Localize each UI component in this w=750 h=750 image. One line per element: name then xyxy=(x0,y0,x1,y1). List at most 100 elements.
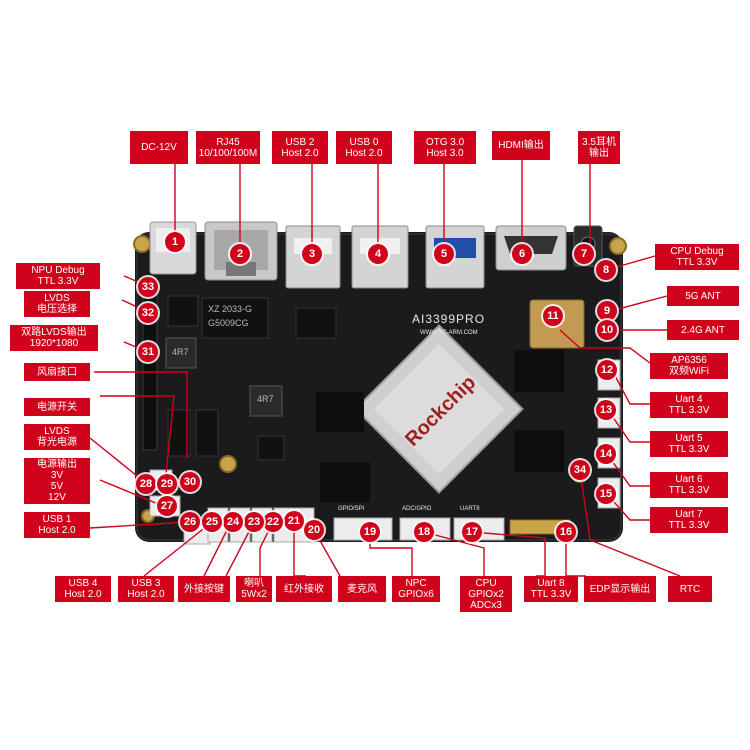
label-power-switch: 电源开关 xyxy=(24,398,90,416)
label-line: TTL 3.3V xyxy=(668,405,710,416)
marker-1: 1 xyxy=(165,232,185,252)
label-ir: 红外接收 xyxy=(276,576,332,602)
label-line: CPU Debug xyxy=(670,246,724,257)
label-line: RTC xyxy=(679,583,701,595)
marker-15: 15 xyxy=(596,484,616,504)
marker-8: 8 xyxy=(596,260,616,280)
label-line: Uart 5 xyxy=(675,433,703,444)
label-line: Uart 4 xyxy=(675,394,703,405)
label-hdmi: HDMI输出 xyxy=(492,131,550,160)
marker-33: 33 xyxy=(138,277,158,297)
marker-24: 24 xyxy=(223,512,243,532)
marker-6: 6 xyxy=(512,244,532,264)
label-line: 喇叭 xyxy=(244,578,264,589)
ic-mid xyxy=(257,435,285,461)
label-line: LVDS xyxy=(44,293,70,304)
label-line: Host 2.0 xyxy=(345,147,383,159)
label-line: 电源输出 xyxy=(37,459,77,470)
marker-18: 18 xyxy=(414,522,434,542)
label-line: LVDS xyxy=(44,426,70,437)
small-ic-1 xyxy=(295,307,337,339)
label-line: GPIOx2 xyxy=(468,588,504,600)
label-line: 双路LVDS输出 xyxy=(21,327,87,338)
label-line: TTL 3.3V xyxy=(530,589,572,600)
label-5g-ant: 5G ANT xyxy=(667,286,739,306)
label-line: 2.4G ANT xyxy=(681,324,725,336)
label-line: 风扇接口 xyxy=(37,366,77,378)
label-line: USB 4 xyxy=(68,578,98,589)
label-line: GPIOx6 xyxy=(398,589,434,600)
label-line: 1920*1080 xyxy=(29,338,79,349)
ram-chip-1 xyxy=(316,392,364,432)
label-line: USB 2 xyxy=(285,136,315,148)
marker-32: 32 xyxy=(138,303,158,323)
label-line: EDP显示输出 xyxy=(589,583,651,595)
board-model-silk: AI3399PRO xyxy=(412,312,486,326)
marker-23: 23 xyxy=(244,512,264,532)
marker-28: 28 xyxy=(136,474,156,494)
inductor-1 xyxy=(165,337,197,369)
eth-ic-line1: XZ 2033-G xyxy=(208,304,253,314)
marker-16: 16 xyxy=(556,522,576,542)
marker-22: 22 xyxy=(263,512,283,532)
label-line: DC-12V xyxy=(141,142,177,153)
label-line: Host 2.0 xyxy=(127,589,165,600)
conn-silk-gpio-spi: GPIO/SPI xyxy=(338,506,365,512)
mount-hole-tr xyxy=(609,237,627,255)
marker-25: 25 xyxy=(202,512,222,532)
marker-29: 29 xyxy=(157,474,177,494)
label-line: 双频WiFi xyxy=(669,366,709,377)
conn-silk-uart8: UART8 xyxy=(460,506,480,512)
marker-34: 34 xyxy=(570,460,590,480)
label-line: Host 2.0 xyxy=(38,525,76,536)
label-line: TTL 3.3V xyxy=(37,276,79,287)
label-line: 3.5耳机 xyxy=(582,136,616,148)
marker-10: 10 xyxy=(597,320,617,340)
label-24g-ant: 2.4G ANT xyxy=(667,320,739,340)
label-line: TTL 3.3V xyxy=(668,520,710,531)
label-edp: EDP显示输出 xyxy=(584,576,656,602)
marker-3: 3 xyxy=(302,244,322,264)
marker-27: 27 xyxy=(157,496,177,516)
label-line: AP6356 xyxy=(671,355,707,366)
label-rtc: RTC xyxy=(668,576,712,602)
label-line: OTG 3.0 xyxy=(425,136,465,148)
marker-7: 7 xyxy=(574,244,594,264)
label-line: CPU xyxy=(475,577,497,589)
label-line: Uart 7 xyxy=(675,509,703,520)
ic-side-2 xyxy=(195,409,219,457)
eth-ic xyxy=(201,297,269,339)
label-line: TTL 3.3V xyxy=(668,444,710,455)
label-line: TTL 3.3V xyxy=(668,485,710,496)
label-line: USB 1 xyxy=(42,514,72,525)
label-line: NPC xyxy=(405,578,427,589)
inductor-2 xyxy=(249,385,283,417)
ram-chip-3 xyxy=(514,350,564,392)
label-line: TTL 3.3V xyxy=(676,257,718,268)
marker-12: 12 xyxy=(597,360,617,380)
marker-9: 9 xyxy=(597,301,617,321)
marker-26: 26 xyxy=(180,512,200,532)
label-line: Host 3.0 xyxy=(426,147,464,159)
label-line: 3V xyxy=(50,470,64,481)
marker-13: 13 xyxy=(596,400,616,420)
conn-silk-adc-gpio: ADC/GPIO xyxy=(402,506,432,512)
